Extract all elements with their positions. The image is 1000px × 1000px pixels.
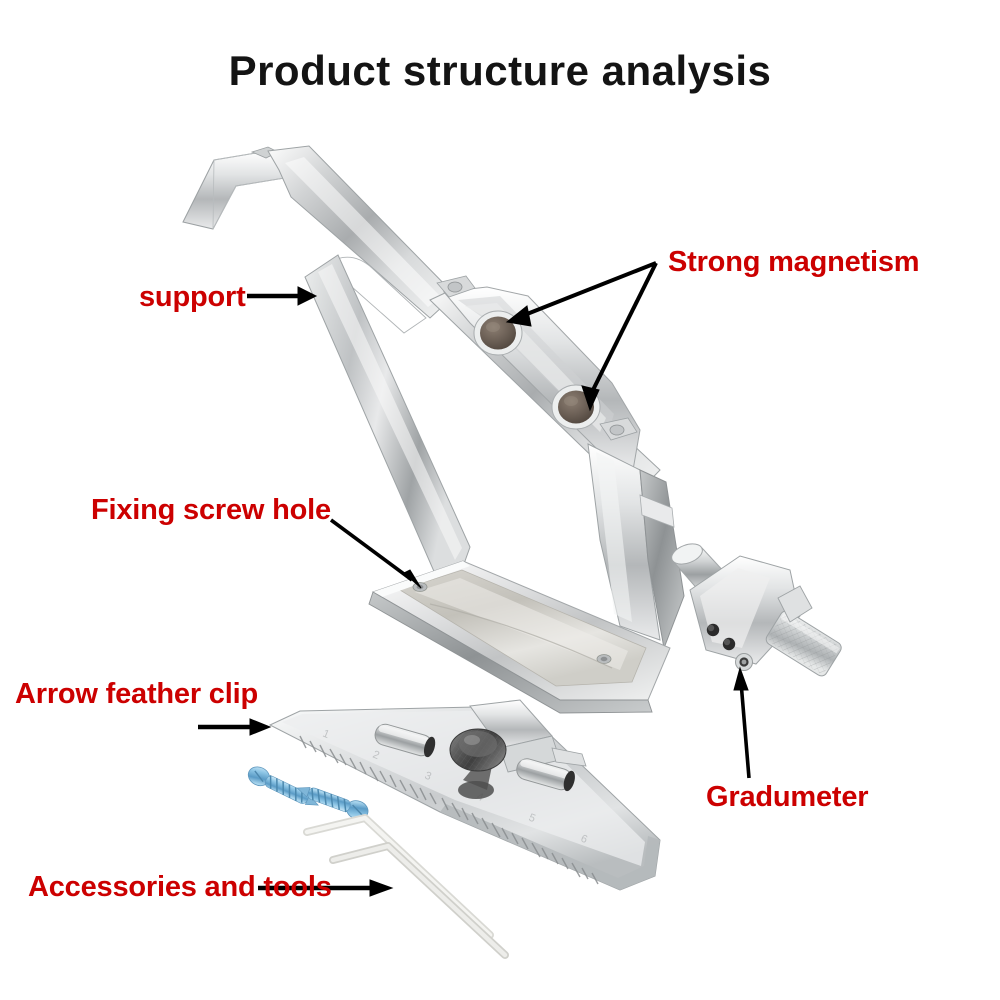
gradumeter <box>671 543 842 677</box>
svg-text:2: 2 <box>371 749 381 762</box>
leader-gradumeter <box>733 666 751 779</box>
leader-arrow-clip <box>198 718 272 736</box>
accessory-screws <box>247 766 369 820</box>
support-arm <box>182 145 661 577</box>
leader-lines <box>198 261 751 897</box>
label-fixing-screw-hole: Fixing screw hole <box>91 494 331 526</box>
clip-thumbscrew <box>449 728 507 799</box>
svg-text:3: 3 <box>423 770 433 783</box>
leader-accessories <box>258 879 394 897</box>
label-accessories-and-tools: Accessories and tools <box>28 871 332 903</box>
fixing-screw-hole-lower <box>596 654 612 664</box>
leader-magnet-upper <box>505 261 657 327</box>
leader-support <box>247 286 318 306</box>
accessory-hex-keys <box>303 814 509 959</box>
base-assembly <box>368 443 685 714</box>
label-arrow-feather-clip: Arrow feather clip <box>15 678 258 710</box>
svg-text:5: 5 <box>527 812 537 825</box>
svg-text:1: 1 <box>321 728 331 741</box>
label-support: support <box>139 281 246 313</box>
leader-magnet-lower <box>581 262 658 412</box>
arrow-feather-clip: 1 2 3 4 5 6 <box>268 699 661 891</box>
leader-fixing-screw <box>329 518 422 589</box>
ruler-scale <box>299 735 599 885</box>
svg-text:6: 6 <box>579 833 589 846</box>
label-strong-magnetism: Strong magnetism <box>668 246 920 278</box>
page-title: Product structure analysis <box>228 47 772 94</box>
label-gradumeter: Gradumeter <box>706 781 869 813</box>
